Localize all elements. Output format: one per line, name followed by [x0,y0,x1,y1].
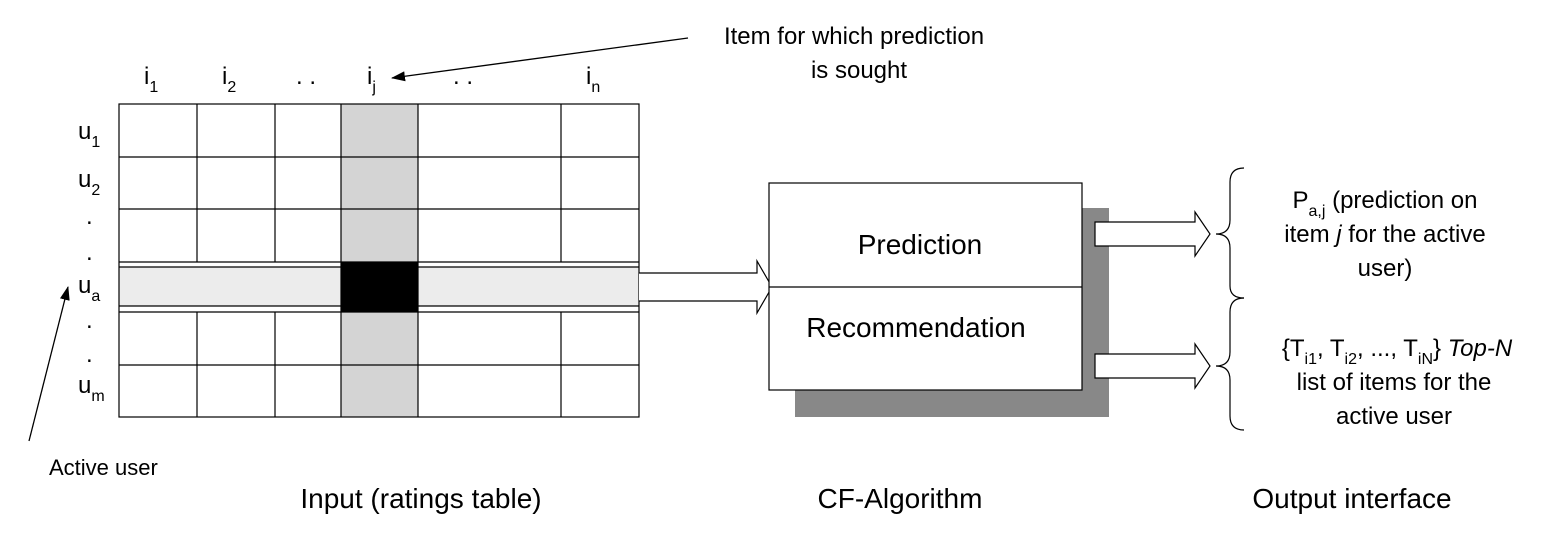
column-header-i2: i2 [222,63,236,96]
algorithm-caption: CF-Algorithm [818,483,983,514]
target-item-note-line1: Item for which prediction [724,23,984,50]
cf-algorithm-box: Prediction Recommendation [768,182,1109,417]
target-item-note-line2: is sought [811,57,907,84]
active-user-label: Active user [49,455,158,480]
input-caption: Input (ratings table) [300,483,541,514]
recommendation-label: Recommendation [806,312,1025,343]
row-header-um: um [78,372,105,405]
row-header-dot-3: . [86,307,93,334]
topn-output-line2: list of items for the [1297,369,1492,396]
ratings-table [118,103,640,418]
column-header-ellipsis-1: . . [296,63,316,90]
prediction-output-line2: item j for the active [1284,221,1485,248]
target-cell [341,262,418,312]
column-headers: i1 i2 . . ij . . in [144,63,600,96]
row-header-dot-4: . [86,341,93,368]
prediction-output-arrow [1094,210,1211,258]
row-header-ua: ua [78,272,100,305]
prediction-output-brace [1215,167,1245,299]
row-header-u2: u2 [78,166,100,199]
column-header-in: in [586,63,600,96]
recommendation-output-brace [1215,297,1245,431]
topn-output-text: {Ti1, Ti2, ..., TiN} Top-N list of items… [1282,335,1513,430]
column-header-ij: ij [367,63,376,96]
row-header-dot-2: . [86,239,93,266]
active-user-pointer-arrow [28,286,70,442]
topn-output-line3: active user [1336,403,1452,430]
output-caption: Output interface [1252,483,1451,514]
column-header-i1: i1 [144,63,158,96]
row-headers: u1 u2 . . ua . . um [78,118,105,405]
topn-output-line1: {Ti1, Ti2, ..., TiN} Top-N [1282,335,1513,368]
prediction-output-text: Pa,j (prediction on item j for the activ… [1284,187,1485,282]
table-grid [118,103,640,418]
target-item-column [341,104,418,417]
prediction-output-line3: user) [1358,255,1413,282]
row-header-dot-1: . [86,203,93,230]
column-header-ellipsis-2: . . [453,63,473,90]
input-to-algorithm-arrow [639,258,773,316]
row-header-u1: u1 [78,118,100,151]
target-item-pointer-arrow [391,37,689,82]
recommendation-output-arrow [1094,342,1211,390]
prediction-label: Prediction [858,229,983,260]
prediction-output-line1: Pa,j (prediction on [1292,187,1477,220]
